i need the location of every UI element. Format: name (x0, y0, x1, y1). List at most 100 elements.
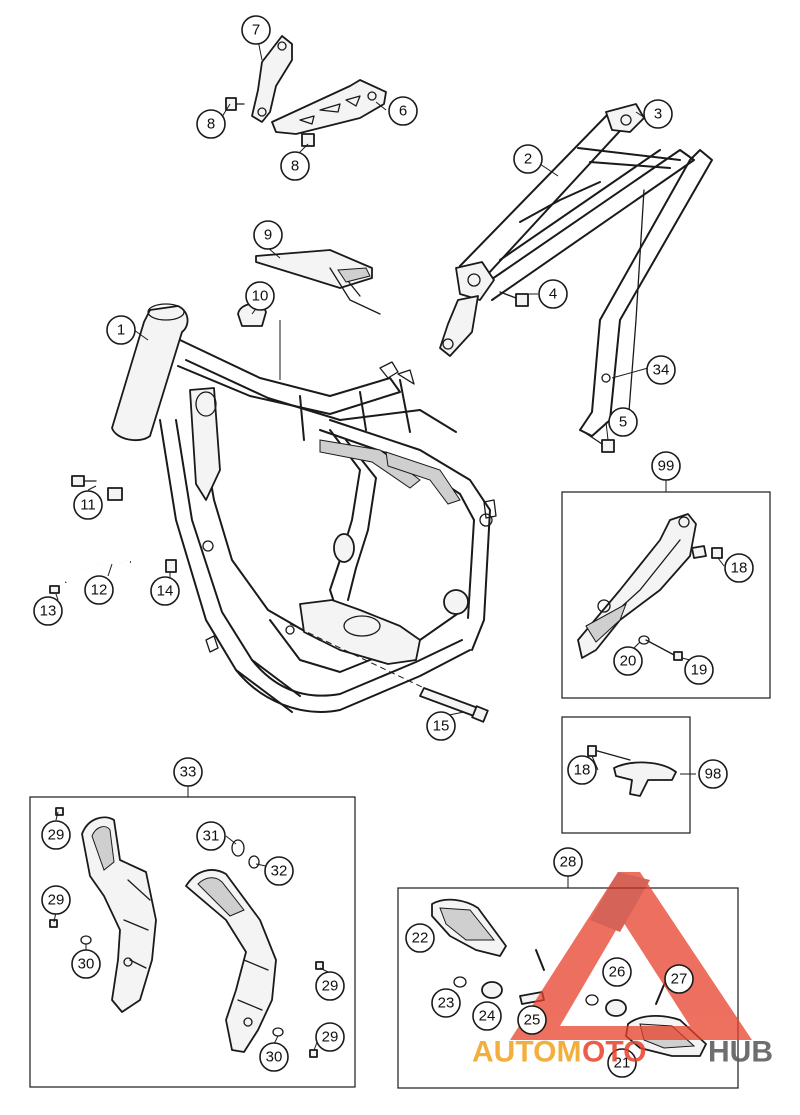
callout-10: 10 (245, 281, 275, 311)
svg-text:5: 5 (619, 414, 627, 431)
callout-32: 32 (264, 856, 294, 886)
bolt-15 (289, 623, 489, 723)
callout-29a: 29 (41, 820, 71, 850)
cable-guide-9 (255, 249, 381, 315)
svg-text:30: 30 (266, 1049, 283, 1066)
svg-text:14: 14 (157, 583, 174, 600)
callout-18b: 18 (567, 755, 597, 785)
callout-27: 27 (664, 964, 694, 994)
svg-text:12: 12 (91, 582, 108, 599)
svg-text:33: 33 (180, 764, 197, 781)
callout-15: 15 (426, 711, 456, 741)
svg-text:15: 15 (433, 718, 450, 735)
callout-20: 20 (613, 646, 643, 676)
callout-18a: 18 (724, 553, 754, 583)
callout-6: 6 (388, 96, 418, 126)
callout-3: 3 (643, 99, 673, 129)
callout-14: 14 (150, 576, 180, 606)
svg-text:13: 13 (40, 603, 57, 620)
svg-text:27: 27 (671, 971, 688, 988)
svg-text:7: 7 (252, 22, 260, 39)
svg-text:29: 29 (322, 1029, 339, 1046)
svg-text:8: 8 (207, 116, 215, 133)
callout-1: 1 (106, 315, 136, 345)
callout-2: 2 (513, 144, 543, 174)
bolt-8b (301, 133, 315, 147)
svg-text:29: 29 (322, 978, 339, 995)
svg-text:20: 20 (620, 653, 637, 670)
callout-28: 28 (553, 847, 583, 877)
watermark-text: AUTOM OTO HUB (472, 1036, 773, 1069)
callout-26: 26 (602, 957, 632, 987)
group-box-99 (561, 491, 771, 699)
callout-4: 4 (538, 279, 568, 309)
svg-text:23: 23 (438, 995, 455, 1012)
callout-8a: 8 (196, 109, 226, 139)
callout-19: 19 (684, 655, 714, 685)
svg-text:10: 10 (252, 288, 269, 305)
callout-5: 5 (608, 407, 638, 437)
callout-23: 23 (431, 988, 461, 1018)
svg-text:11: 11 (80, 497, 96, 514)
svg-text:9: 9 (264, 227, 272, 244)
callout-12: 12 (84, 575, 114, 605)
callout-22: 22 (405, 923, 435, 953)
bolt-5 (583, 431, 615, 453)
svg-text:26: 26 (609, 964, 626, 981)
callout-29b: 29 (41, 885, 71, 915)
svg-text:29: 29 (48, 827, 65, 844)
bolt-8a (225, 97, 245, 111)
footpeg-22 (431, 898, 507, 957)
pivot-98 (587, 745, 677, 797)
svg-text:98: 98 (705, 766, 722, 783)
callout-24: 24 (472, 1001, 502, 1031)
svg-text:6: 6 (399, 103, 407, 120)
svg-text:3: 3 (654, 106, 662, 123)
group-box-33 (29, 796, 356, 1088)
callout-21: 21 (607, 1048, 637, 1078)
callout-9: 9 (253, 220, 283, 250)
callout-11: 11 (73, 490, 103, 520)
svg-text:25: 25 (524, 1012, 541, 1029)
screws-29-30 (49, 807, 324, 1058)
callout-7: 7 (241, 15, 271, 45)
callout-99: 99 (651, 451, 681, 481)
callout-34: 34 (646, 355, 676, 385)
svg-text:1: 1 (117, 322, 125, 339)
svg-text:HUB: HUB (708, 1036, 773, 1069)
svg-text:22: 22 (412, 930, 429, 947)
callout-25: 25 (517, 1005, 547, 1035)
hose-12 (65, 560, 131, 583)
clamp-13 (49, 585, 60, 594)
svg-text:8: 8 (291, 158, 299, 175)
frame-guard-right (185, 869, 277, 1053)
subframe-2 (439, 103, 713, 437)
watermark-triangle-icon (510, 872, 752, 1040)
callout-29c: 29 (315, 971, 345, 1001)
callout-30a: 30 (71, 949, 101, 979)
svg-text:34: 34 (653, 362, 670, 379)
svg-text:31: 31 (203, 828, 220, 845)
svg-text:AUTOM: AUTOM (472, 1036, 581, 1069)
bolt-4 (499, 291, 529, 307)
callout-98: 98 (698, 759, 728, 789)
callout-13: 13 (33, 596, 63, 626)
svg-text:18: 18 (731, 560, 748, 577)
bolts-11 (71, 475, 123, 501)
frame-guard-left (81, 816, 157, 1013)
svg-text:21: 21 (614, 1055, 631, 1072)
svg-text:OTO: OTO (582, 1036, 646, 1069)
callout-33: 33 (173, 757, 203, 787)
svg-text:4: 4 (549, 286, 557, 303)
automotohub-watermark (510, 872, 752, 1040)
svg-text:32: 32 (271, 863, 288, 880)
callout-30b: 30 (259, 1042, 289, 1072)
svg-text:18: 18 (574, 762, 591, 779)
callout-31: 31 (196, 821, 226, 851)
main-frame-1 (111, 303, 497, 713)
callout-8b: 8 (280, 151, 310, 181)
bracket-7 (251, 35, 293, 123)
callout-29d: 29 (315, 1022, 345, 1052)
svg-text:99: 99 (658, 458, 675, 475)
